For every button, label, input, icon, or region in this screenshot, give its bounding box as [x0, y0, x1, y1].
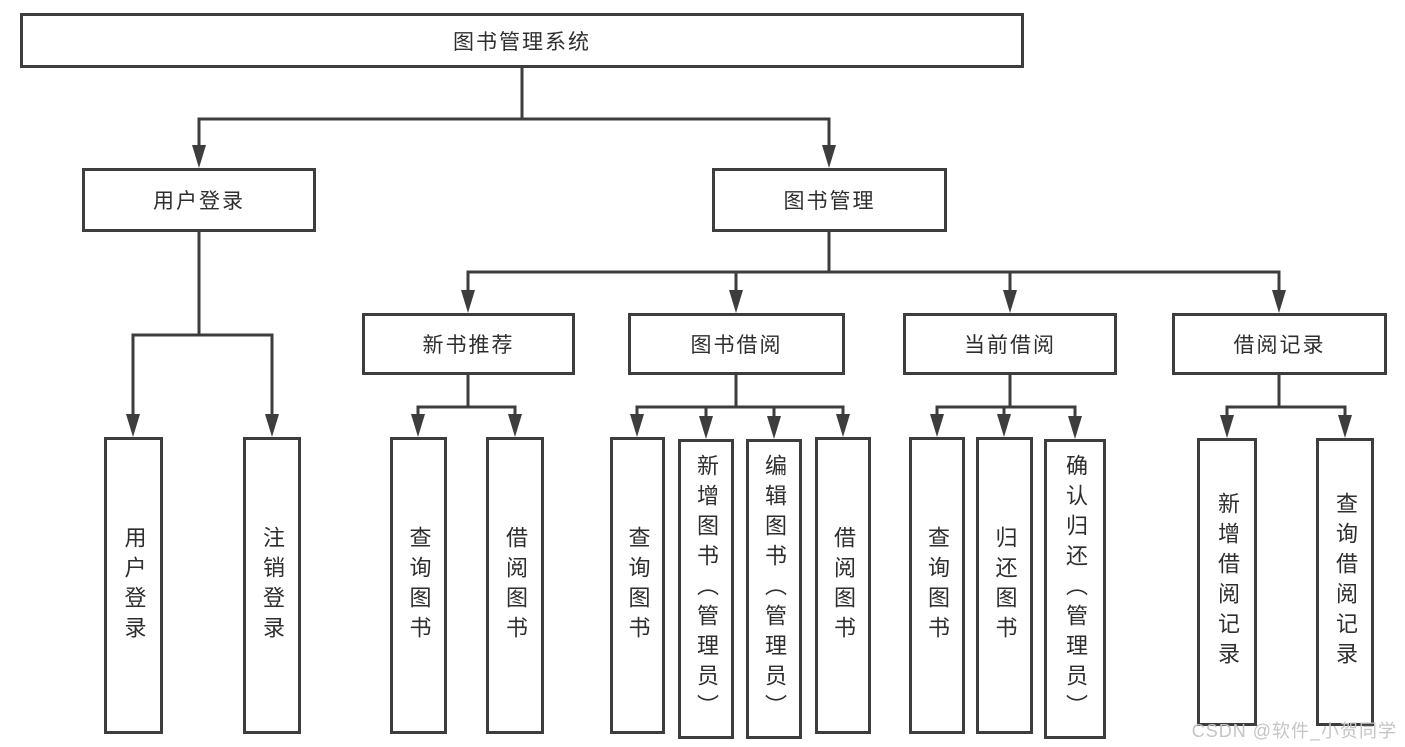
node-root-label: 图书管理系统 — [453, 30, 591, 54]
node-leaf-query-borrow-record: 查询借阅记录 — [1316, 438, 1374, 726]
node-leaf-query-books-recommend: 查询图书 — [390, 437, 447, 734]
node-user-login-label: 用户登录 — [153, 190, 245, 213]
node-user-login: 用户登录 — [82, 168, 316, 232]
node-leaf-user-login-label: 用户登录 — [121, 525, 147, 646]
node-leaf-confirm-return-admin-label: 确认归还（管理员） — [1063, 454, 1088, 724]
node-leaf-add-books-admin: 新增图书（管理员） — [678, 439, 734, 739]
node-leaf-borrow-books-recommend-label: 借阅图书 — [503, 525, 528, 646]
node-leaf-edit-books-admin: 编辑图书（管理员） — [746, 439, 802, 739]
node-new-book-recommend-label: 新书推荐 — [422, 334, 515, 357]
node-book-borrowing-label: 图书借阅 — [690, 334, 783, 357]
csdn-watermark: CSDN @软件_小贺同学 — [1191, 721, 1397, 741]
node-new-book-recommend: 新书推荐 — [362, 313, 575, 375]
node-leaf-borrow-books-borrowing-label: 借阅图书 — [831, 525, 856, 646]
node-leaf-query-books-current-label: 查询图书 — [925, 525, 950, 646]
node-borrowing-records: 借阅记录 — [1172, 313, 1387, 375]
node-leaf-user-login: 用户登录 — [104, 437, 163, 734]
node-leaf-confirm-return-admin: 确认归还（管理员） — [1044, 439, 1106, 739]
node-book-management: 图书管理 — [712, 168, 947, 232]
node-leaf-borrow-books-borrowing: 借阅图书 — [815, 437, 871, 734]
node-current-borrowing: 当前借阅 — [903, 313, 1117, 375]
node-leaf-query-borrow-record-label: 查询借阅记录 — [1333, 492, 1358, 672]
node-leaf-return-books-label: 归还图书 — [992, 525, 1018, 646]
node-leaf-logout-label: 注销登录 — [260, 525, 285, 646]
node-book-borrowing: 图书借阅 — [628, 313, 845, 375]
node-leaf-add-borrow-record: 新增借阅记录 — [1197, 438, 1257, 726]
node-leaf-return-books: 归还图书 — [976, 437, 1033, 734]
node-root: 图书管理系统 — [20, 13, 1024, 68]
node-leaf-query-books-recommend-label: 查询图书 — [406, 525, 432, 646]
node-current-borrowing-label: 当前借阅 — [964, 334, 1056, 357]
node-leaf-logout: 注销登录 — [243, 437, 301, 734]
node-leaf-query-books-borrowing: 查询图书 — [610, 437, 665, 734]
node-leaf-query-books-current: 查询图书 — [909, 437, 965, 734]
node-borrowing-records-label: 借阅记录 — [1233, 334, 1326, 357]
node-leaf-add-borrow-record-label: 新增借阅记录 — [1215, 492, 1240, 672]
node-book-management-label: 图书管理 — [783, 190, 876, 213]
node-leaf-add-books-admin-label: 新增图书（管理员） — [694, 454, 719, 724]
node-leaf-query-books-borrowing-label: 查询图书 — [625, 525, 651, 646]
node-leaf-borrow-books-recommend: 借阅图书 — [486, 437, 544, 734]
node-leaf-edit-books-admin-label: 编辑图书（管理员） — [762, 454, 787, 724]
